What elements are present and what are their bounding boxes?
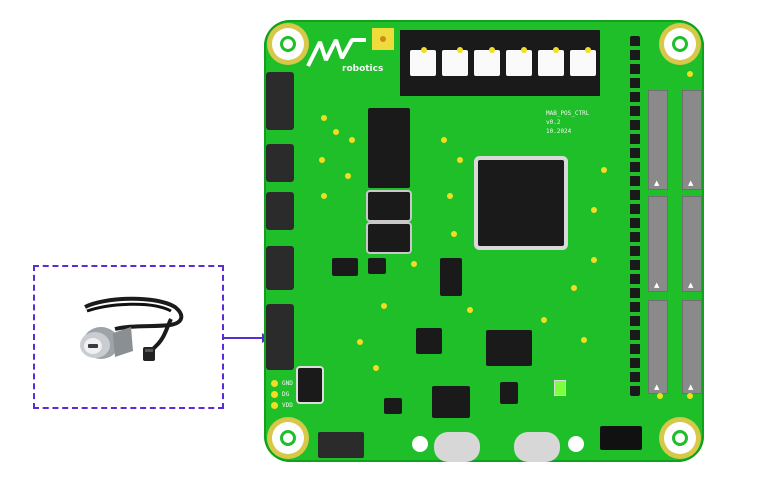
pin-header-right: ▲ — [648, 196, 668, 292]
pin-header-right: ▲ — [682, 300, 702, 394]
component — [416, 328, 442, 354]
component — [332, 258, 358, 276]
via — [412, 436, 428, 452]
gold-test-pad — [372, 28, 394, 50]
component — [440, 258, 462, 296]
left-connector — [266, 192, 294, 230]
mounting-hole — [272, 422, 304, 454]
pin-header-right: ▲ — [682, 196, 702, 292]
solder-pad — [271, 391, 278, 398]
component — [298, 368, 322, 402]
pin-label-dg: DG — [282, 391, 290, 398]
mounting-hole — [664, 28, 696, 60]
contact-pad — [434, 432, 480, 462]
ic-chip — [368, 224, 410, 252]
left-connector — [266, 72, 294, 130]
ic-chip — [368, 192, 410, 220]
status-led — [554, 380, 566, 396]
via — [568, 436, 584, 452]
left-connector — [266, 304, 294, 370]
ic-chip — [368, 108, 410, 188]
component — [500, 382, 518, 404]
pin-header-right: ▲ — [648, 90, 668, 190]
pin-label-vdd: VDD — [282, 402, 293, 409]
left-connector — [266, 246, 294, 290]
brand-logo-icon — [306, 38, 366, 67]
pin-header-right: ▲ — [648, 300, 668, 394]
contact-pad — [514, 432, 560, 462]
cable-photo-inset — [33, 265, 224, 409]
board-label-line: MAB_POS_CTRL — [546, 110, 590, 117]
led-window — [570, 50, 596, 76]
pcb-board: robotics MAB_POS_CTRL v0.2 10.2024 GND D… — [264, 20, 704, 462]
led-window — [538, 50, 564, 76]
left-connector — [266, 144, 294, 182]
component — [432, 386, 470, 418]
solder-pad — [271, 380, 278, 387]
resistor-array — [630, 36, 640, 396]
solder-pad — [271, 402, 278, 409]
mounting-hole — [272, 28, 304, 60]
mounting-hole — [664, 422, 696, 454]
brand-text: robotics — [342, 64, 384, 74]
bottom-connector — [318, 432, 364, 458]
led-window — [442, 50, 468, 76]
cable-photo — [80, 296, 184, 361]
component — [368, 258, 386, 274]
board-label-line: v0.2 — [546, 119, 561, 126]
pin-header — [600, 426, 642, 450]
led-bar — [400, 30, 600, 96]
board-label-line: 10.2024 — [546, 128, 572, 135]
led-window — [410, 50, 436, 76]
led-window — [474, 50, 500, 76]
driver-chip — [486, 330, 532, 366]
microcontroller-chip — [478, 160, 564, 246]
led-window — [506, 50, 532, 76]
pin-header-right: ▲ — [682, 90, 702, 190]
component — [384, 398, 402, 414]
solder-pads — [319, 47, 693, 399]
pin-label-gnd: GND — [282, 380, 293, 387]
